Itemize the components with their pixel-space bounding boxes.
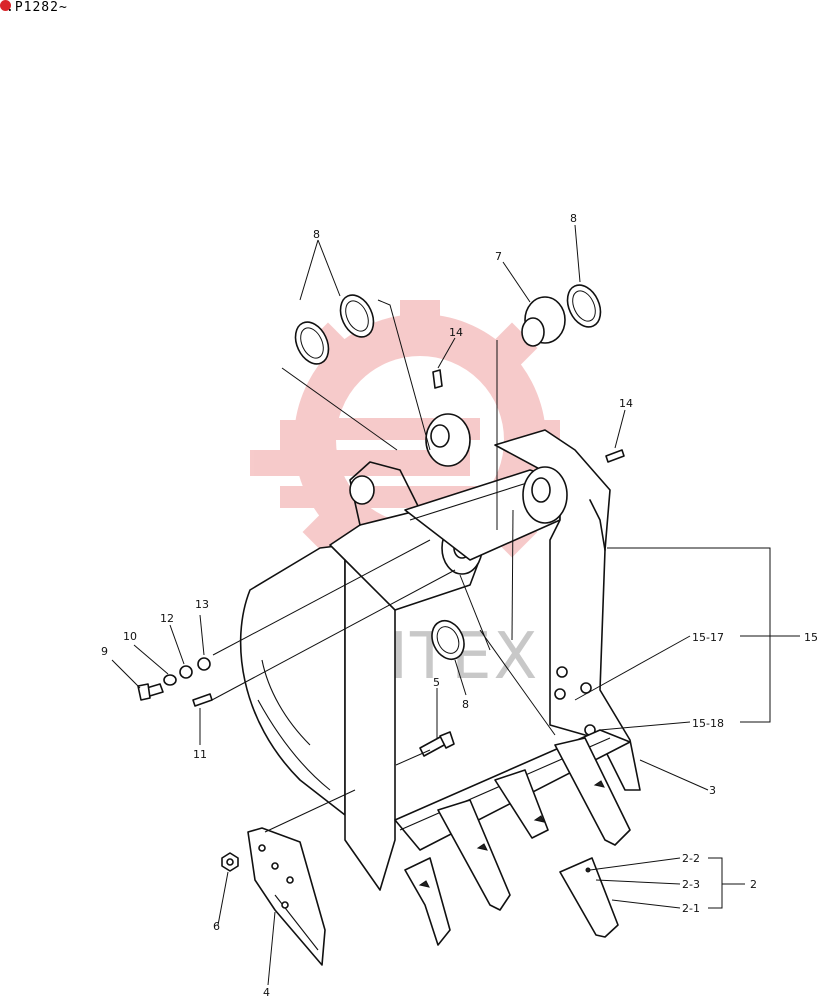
callout-8: 8 (570, 212, 577, 225)
callout-10: 10 (123, 630, 137, 643)
hardware-9-13 (137, 657, 213, 707)
tooth-assembly-2 (559, 857, 619, 938)
callout-14: 14 (619, 397, 633, 410)
callout-13: 13 (195, 598, 209, 611)
nut-6 (221, 852, 239, 872)
bucket-teeth (404, 737, 631, 946)
callout-11: 11 (193, 748, 207, 761)
bushing-7 (521, 296, 566, 347)
callout-7: 7 (495, 250, 502, 263)
side-cutter (247, 827, 326, 966)
callout-2: 2 (750, 878, 757, 891)
callout-4: 4 (263, 986, 270, 999)
right-side-plate (425, 413, 641, 791)
callout-12: 12 (160, 612, 174, 625)
callout-8: 8 (462, 698, 469, 711)
callout-2-2: 2-2 (682, 852, 700, 865)
callout-15-17: 15-17 (692, 631, 724, 644)
callout-2-1: 2-1 (682, 902, 700, 915)
callout-9: 9 (101, 645, 108, 658)
o-rings-8 (294, 284, 602, 661)
callout-3: 3 (709, 784, 716, 797)
callout-14: 14 (449, 326, 463, 339)
callout-15: 15 (804, 631, 818, 644)
bucket-shell (239, 544, 346, 816)
callout-8: 8 (313, 228, 320, 241)
pins-14 (432, 369, 625, 463)
callout-6: 6 (213, 920, 220, 933)
callout-5: 5 (433, 676, 440, 689)
serial-label: .P1282~ (6, 0, 68, 15)
red-badge-icon (0, 0, 11, 11)
leader-lines (111, 224, 800, 986)
callout-15-18: 15-18 (692, 717, 724, 730)
callout-labels: 8 8 7 14 14 13 12 10 9 11 5 8 15-17 15 1… (101, 212, 818, 999)
callout-2-3: 2-3 (682, 878, 700, 891)
